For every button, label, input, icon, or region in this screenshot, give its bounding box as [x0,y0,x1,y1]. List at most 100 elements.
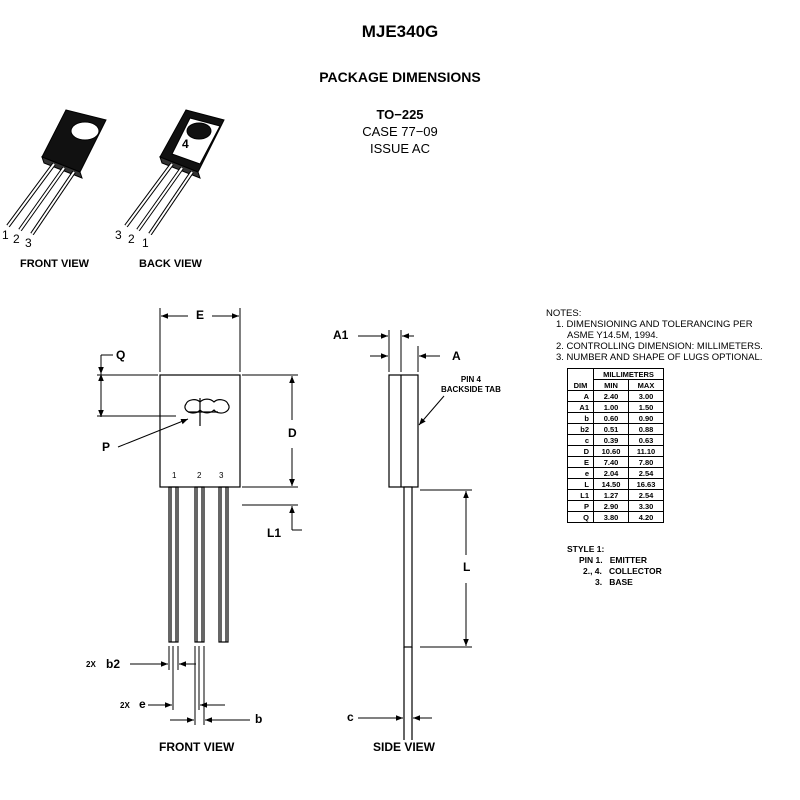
pin4-note: PIN 4 BACKSIDE TAB [441,375,501,395]
table-cell-max: 16.63 [628,478,664,490]
dim-label-c: c [347,710,354,724]
table-cell-dim: b2 [567,423,594,435]
style-line: 2., 4. COLLECTOR [567,566,662,577]
dim-label-L: L [463,560,471,574]
iso-front-pin-1: 1 [2,228,9,242]
style-function: BASE [609,577,633,587]
iso-front-view-label: FRONT VIEW [20,258,90,270]
dim-label-A: A [452,349,461,363]
package-name: TO−225 [376,107,424,122]
style-heading: STYLE 1: [567,544,605,554]
pin4-note-line-2: BACKSIDE TAB [441,385,501,394]
front-view-dimensions [97,308,302,725]
table-cell-max: 0.90 [628,412,664,424]
style-block: STYLE 1: PIN 1. EMITTER 2., 4. COLLECTOR… [567,544,662,588]
iso-front-transistor [6,109,107,236]
table-cell-dim: L1 [567,489,594,501]
note-line: 1. DIMENSIONING AND TOLERANCING PER [556,319,753,330]
side-view-outline [388,374,419,740]
side-view-dimensions [358,330,472,721]
pin4-note-line-1: PIN 4 [460,375,481,384]
table-cell-dim: b [567,412,594,424]
package-case: CASE 77−09 [362,124,438,139]
table-cell-dim: Q [567,511,594,523]
table-header-max: MAX [628,379,664,391]
style-line: PIN 1. EMITTER [567,555,662,566]
table-cell-dim: E [567,456,594,468]
iso-back-view-label: BACK VIEW [139,258,202,270]
front-pin-1: 1 [172,471,177,480]
dim-e-prefix: 2X [120,701,130,710]
front-pin-3: 3 [219,471,224,480]
notes-heading: NOTES: [546,308,582,319]
table-cell-dim: D [567,445,594,457]
side-view-label: SIDE VIEW [373,740,436,754]
style-pin: 3. [595,577,603,587]
table-cell-min: 0.39 [593,434,629,446]
table-cell-min: 2.90 [593,500,629,512]
table-cell-min: 2.40 [593,390,629,402]
front-view-label: FRONT VIEW [159,740,235,754]
document-subtitle: PACKAGE DIMENSIONS [319,69,481,85]
dim-label-D: D [288,426,297,440]
style-line: 3. BASE [567,577,662,588]
dim-label-b2: b2 [106,657,121,671]
dim-label-P: P [102,440,111,454]
table-group-header: MILLIMETERS [593,368,664,380]
table-cell-dim: A1 [567,401,594,413]
table-cell-min: 14.50 [593,478,629,490]
table-cell-max: 2.54 [628,467,664,479]
dim-label-e: e [139,697,146,711]
iso-back-pin-1: 1 [142,236,149,250]
table-header-dim: DIM [567,368,594,391]
table-cell-max: 2.54 [628,489,664,501]
table-cell-dim: c [567,434,594,446]
style-function: COLLECTOR [609,566,662,576]
table-cell-min: 3.80 [593,511,629,523]
dim-b2-prefix: 2X [86,660,96,669]
iso-back-pin-3: 3 [115,228,122,242]
document-title: MJE340G [361,22,439,41]
table-cell-max: 0.63 [628,434,664,446]
table-cell-min: 0.51 [593,423,629,435]
package-issue: ISSUE AC [370,141,430,156]
table-cell-min: 1.00 [593,401,629,413]
table-cell-min: 1.27 [593,489,629,501]
table-cell-max: 11.10 [628,445,664,457]
table-cell-max: 0.88 [628,423,664,435]
iso-back-tab-number: 4 [182,137,189,151]
note-line: 3. NUMBER AND SHAPE OF LUGS OPTIONAL. [556,352,763,363]
iso-back-pin-2: 2 [128,232,135,246]
table-header-min: MIN [593,379,629,391]
note-line: ASME Y14.5M, 1994. [567,330,659,341]
table-cell-dim: e [567,467,594,479]
iso-front-pin-3: 3 [25,236,32,250]
table-cell-dim: P [567,500,594,512]
dim-label-E: E [196,308,205,322]
style-function: EMITTER [609,555,648,565]
notes-block: NOTES: 1. DIMENSIONING AND TOLERANCING P… [546,308,763,363]
dim-label-Q: Q [116,348,126,362]
table-cell-dim: L [567,478,594,490]
iso-back-transistor [124,109,225,236]
style-pin: 2., 4. [583,566,602,576]
table-cell-dim: A [567,390,594,402]
dim-label-L1: L1 [267,526,282,540]
iso-front-pin-2: 2 [13,232,20,246]
table-cell-max: 3.30 [628,500,664,512]
table-cell-min: 2.04 [593,467,629,479]
table-cell-min: 10.60 [593,445,629,457]
